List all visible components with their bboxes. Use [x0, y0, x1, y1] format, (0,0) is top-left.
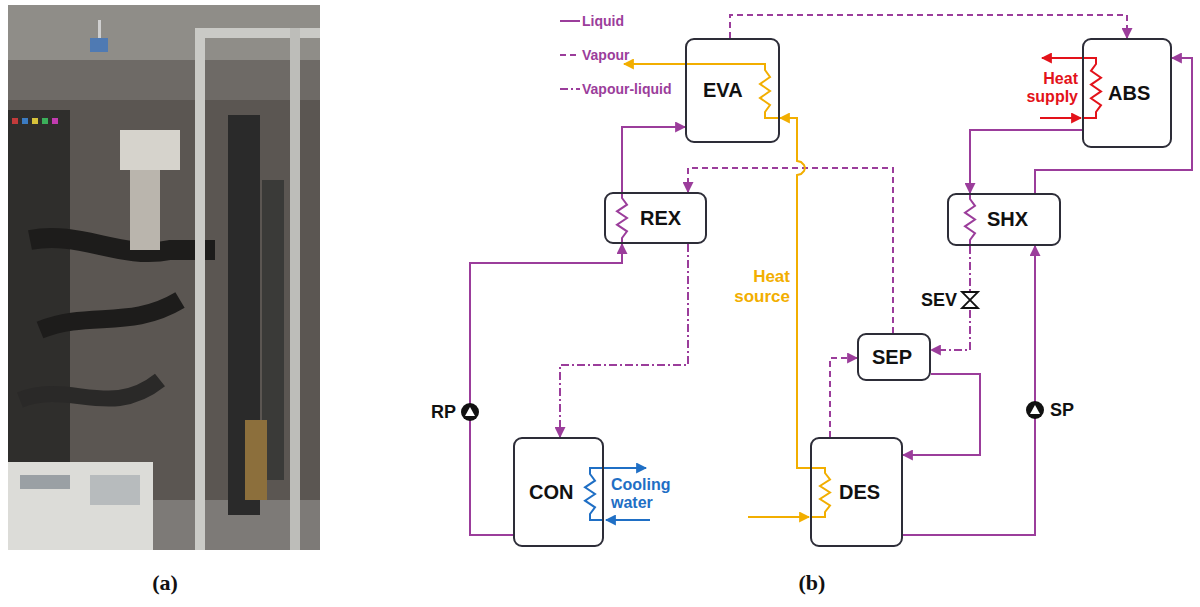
legend-line-sample	[560, 16, 582, 26]
cooling-water-inlet	[606, 519, 650, 521]
flow-line	[903, 246, 1035, 535]
heat-exchanger-coils	[585, 58, 1101, 520]
photo-illustration	[8, 5, 320, 550]
component-box: SEP	[857, 333, 931, 381]
pump-symbol	[461, 403, 479, 421]
flow-line	[560, 244, 688, 437]
flow-line	[970, 130, 1082, 193]
flow-line	[622, 127, 685, 192]
legend-text: Liquid	[582, 13, 624, 29]
heat-source-inlet	[748, 516, 809, 518]
annotation-label: Heat source	[734, 267, 790, 306]
component-label: SHX	[987, 208, 1028, 231]
flow-line	[688, 168, 893, 333]
valve-symbol	[962, 292, 978, 308]
component-box: REX	[604, 192, 707, 244]
symbols	[461, 292, 1044, 421]
component-label: ABS	[1108, 82, 1150, 105]
legend-item: Vapour	[560, 38, 671, 72]
component-label: EVA	[703, 79, 743, 102]
legend-line-sample	[560, 84, 582, 94]
component-label: CON	[529, 481, 573, 504]
pump-symbol	[1026, 401, 1044, 419]
solution-hx-coil	[965, 193, 975, 246]
component-box: DES	[810, 437, 903, 547]
annotation-label: RP	[431, 402, 456, 423]
annotation-label: SP	[1050, 400, 1074, 421]
legend-text: Vapour-liquid	[582, 81, 671, 97]
component-label: DES	[839, 481, 880, 504]
heat-source-coil	[810, 468, 830, 517]
legend-item: Liquid	[560, 4, 671, 38]
connectors	[470, 15, 1192, 535]
legend: LiquidVapourVapour-liquid	[560, 4, 671, 106]
flow-line	[470, 244, 622, 535]
component-box: SHX	[947, 193, 1061, 246]
component-box: CON	[513, 437, 604, 547]
legend-line-sample	[560, 50, 582, 60]
annotation-label: SEV	[921, 290, 957, 311]
legend-item: Vapour-liquid	[560, 72, 671, 106]
heat-supply-inlet	[1040, 117, 1081, 119]
recuperator-coil	[617, 192, 627, 244]
component-box: ABS	[1082, 38, 1172, 148]
component-label: REX	[640, 207, 681, 230]
annotation-label: Heat supply	[1026, 70, 1078, 107]
panel-label: (b)	[799, 570, 826, 595]
flow-line	[903, 374, 980, 455]
component-box: EVA	[685, 38, 780, 143]
flow-line	[830, 358, 857, 437]
annotation-label: Cooling water	[611, 476, 671, 513]
component-label: SEP	[872, 346, 912, 369]
flow-line	[730, 15, 1127, 38]
legend-text: Vapour	[582, 47, 629, 63]
panel-label: (a)	[152, 570, 178, 595]
